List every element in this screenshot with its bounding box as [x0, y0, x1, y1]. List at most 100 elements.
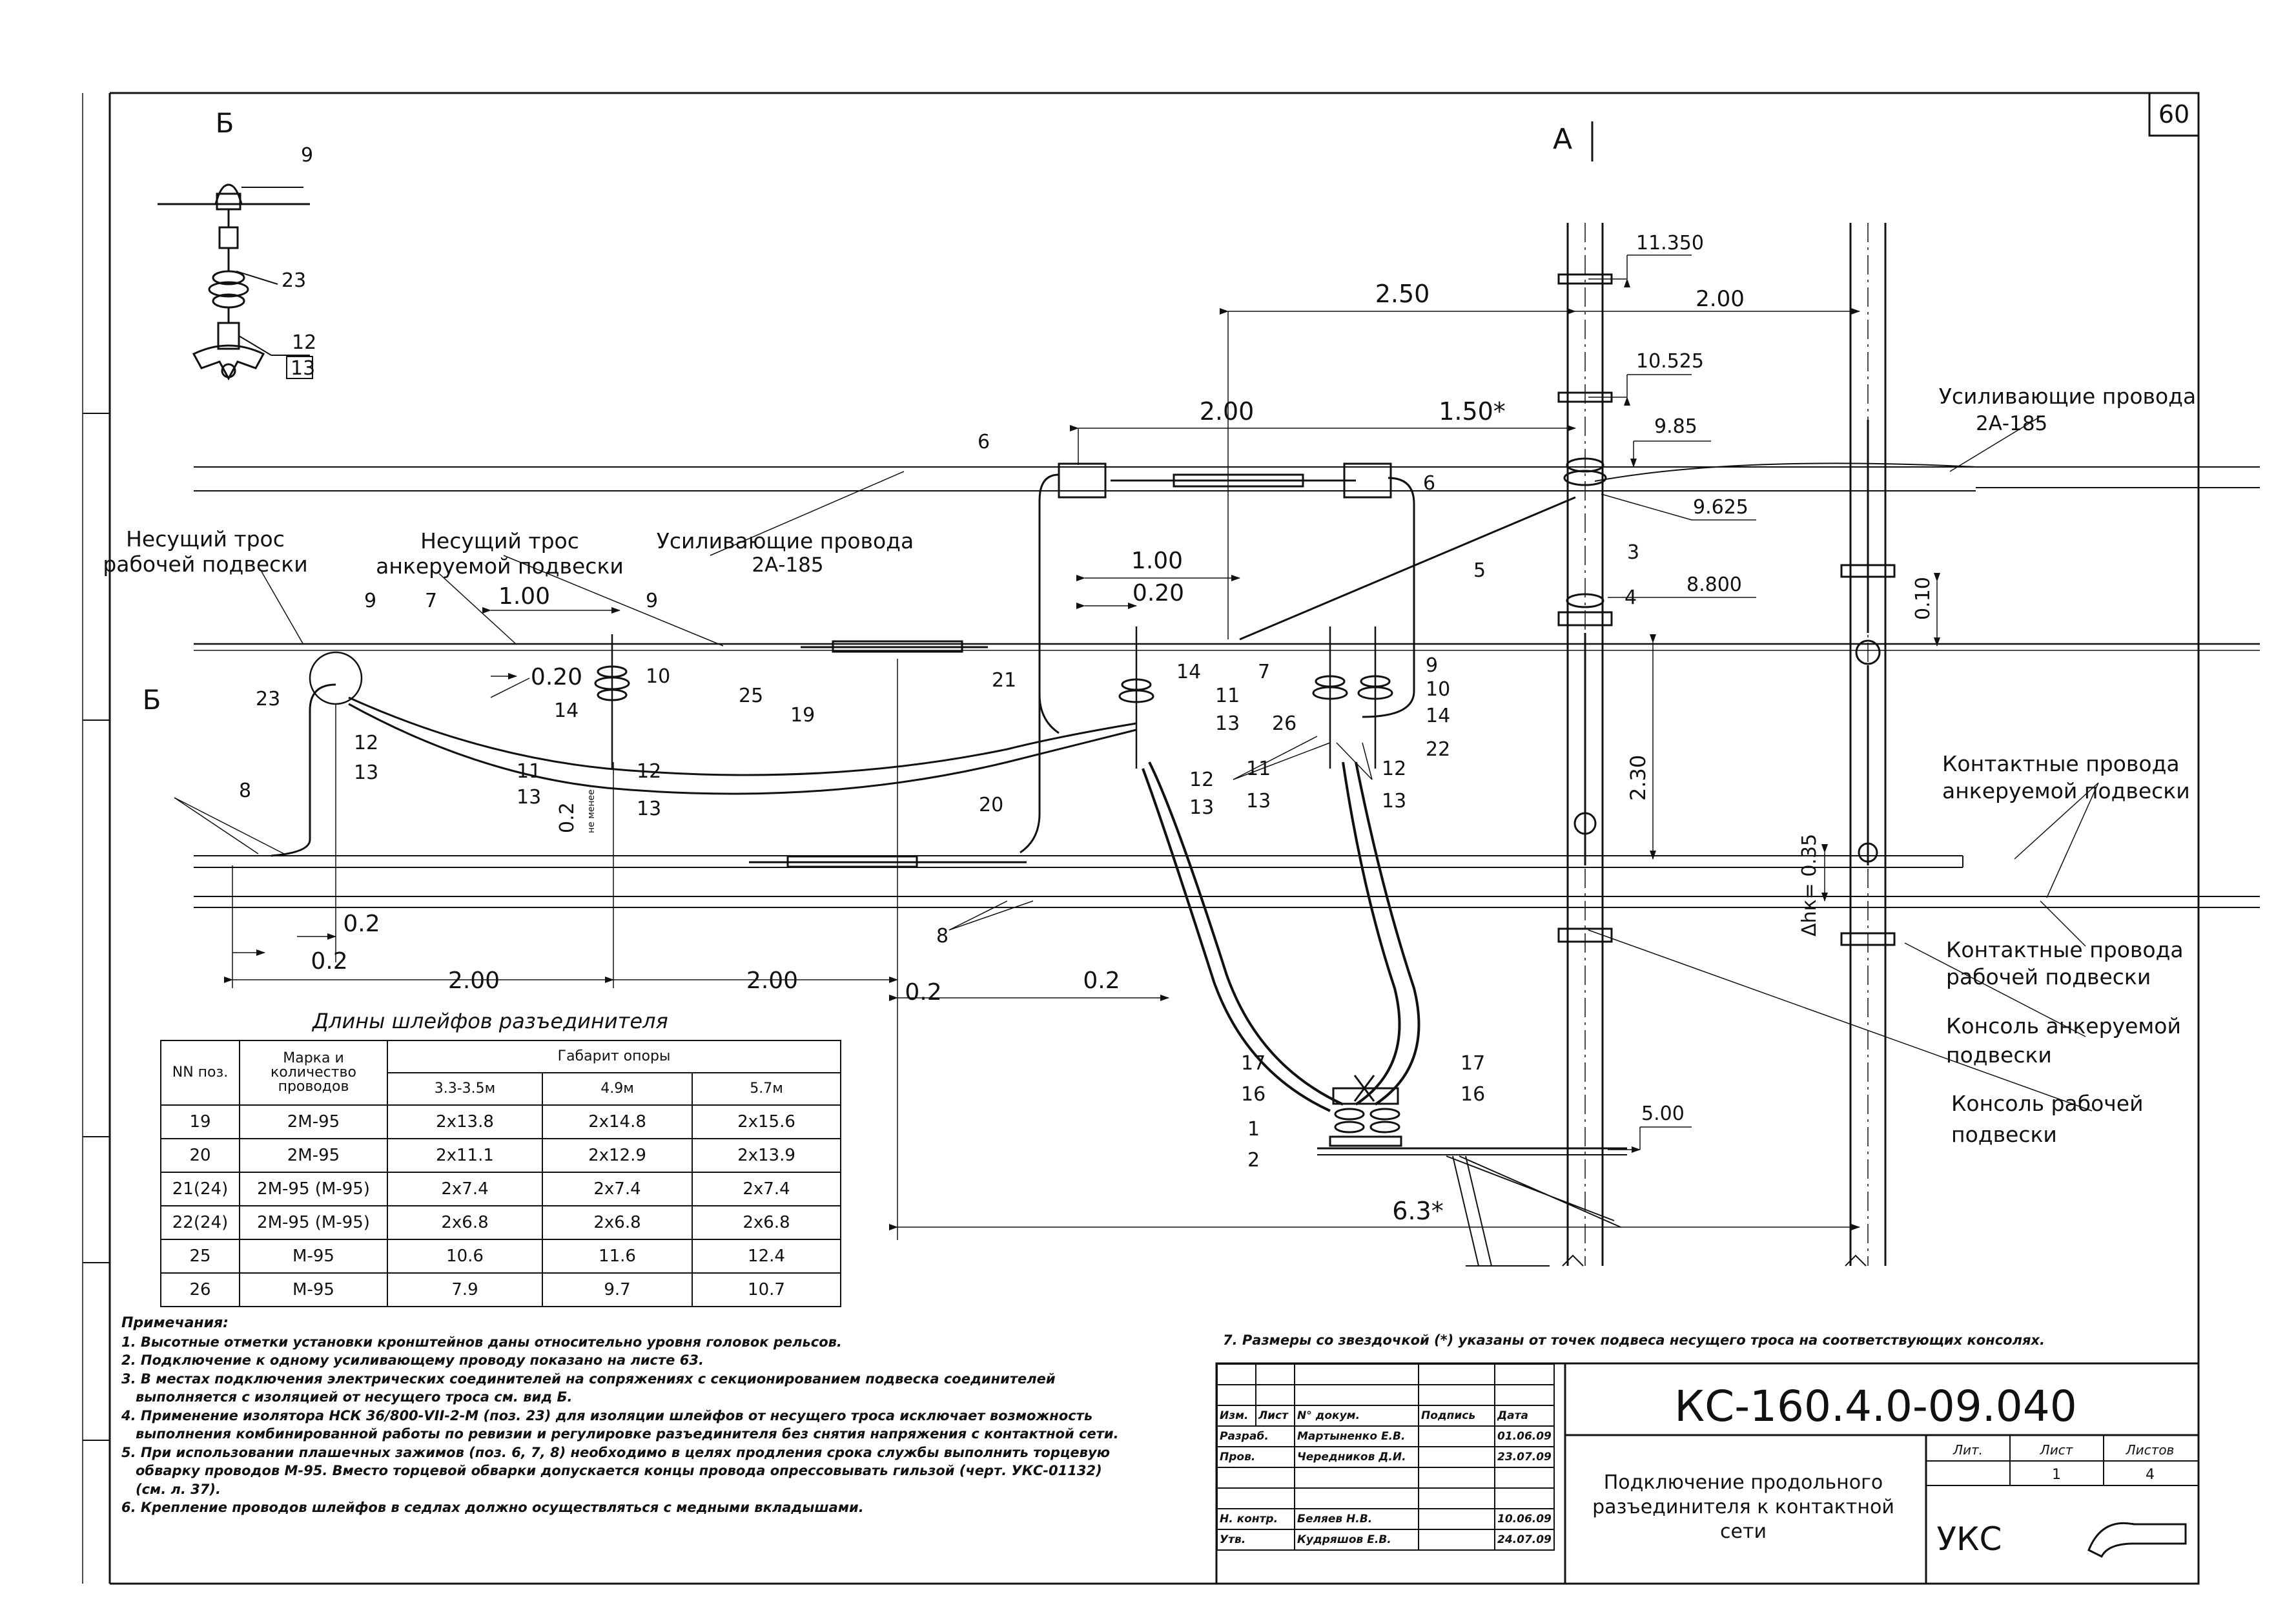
- lit-label: Лит.: [1953, 1442, 1983, 1458]
- sheet-value: 1: [2052, 1467, 2061, 1483]
- elevation-marks: 11.350 10.525 9.85 9.625 8.800 5.00: [1636, 232, 1748, 1125]
- callout: 12: [1382, 758, 1406, 780]
- title-line-2: разъединителя к контактной: [1592, 1496, 1894, 1518]
- callout: 13: [1246, 790, 1271, 812]
- label-console-anchored-2: подвески: [1946, 1042, 2052, 1068]
- label-console-anchored-1: Консоль анкеруемой: [1946, 1013, 2181, 1039]
- elevation: 5.00: [1641, 1102, 1685, 1125]
- callout: 4: [1625, 586, 1637, 609]
- callout: 9: [646, 590, 658, 612]
- callout: 7: [425, 590, 437, 612]
- label-carrier-anchored-1: Несущий трос: [420, 528, 579, 554]
- callout: 12: [354, 732, 378, 754]
- callout: 9: [1426, 654, 1438, 677]
- dimension: 2.30: [1626, 755, 1650, 801]
- title-block-texts: КС-160.4.0-09.040 Подключение продольног…: [1592, 1381, 2174, 1558]
- label-console-working-1: Консоль рабочей: [1951, 1091, 2144, 1116]
- label-carrier-anchored-2: анкеруемой подвески: [376, 554, 624, 579]
- callout: 8: [239, 780, 251, 802]
- callout: 10: [1426, 678, 1450, 701]
- label-carrier-working-2: рабочей подвески: [103, 552, 307, 577]
- dimension: 2.00: [1200, 397, 1255, 426]
- callout: 13: [291, 357, 315, 380]
- label-contact-working-1: Контактные провода: [1946, 937, 2184, 962]
- dimension: 0.10: [1912, 577, 1934, 620]
- callout: 9: [364, 590, 376, 612]
- label-reinforcing-right-2: 2А-185: [1976, 412, 2047, 435]
- position-callouts: 6 6 7 9 10 14 11 13 12 13 25 19 20 21 8 …: [239, 431, 1639, 1172]
- callout: 17: [1241, 1052, 1266, 1075]
- dimension: 0.2: [556, 802, 579, 833]
- dimension: Δhк= 0.35: [1798, 834, 1821, 936]
- callout: 12: [292, 331, 316, 354]
- callout: 13: [1189, 796, 1214, 819]
- dimension-texts: 2.50 2.00 2.00 1.50* 1.00 1.00 0.20 0.20…: [311, 280, 1934, 1225]
- dimension: 2.50: [1375, 280, 1430, 308]
- elevation: 8.800: [1686, 574, 1742, 596]
- dimension: 0.2: [905, 979, 941, 1006]
- callout: 19: [790, 704, 815, 727]
- callout: 11: [1246, 758, 1271, 780]
- callout: 16: [1241, 1083, 1266, 1106]
- dimension: 0.2: [343, 911, 380, 937]
- org-name: УКС: [1937, 1520, 2002, 1558]
- section-b-marker: Б: [143, 684, 161, 716]
- callout: 11: [1215, 685, 1240, 707]
- document-code: КС-160.4.0-09.040: [1674, 1381, 2076, 1431]
- title-line-1: Подключение продольного: [1604, 1471, 1883, 1494]
- callout: 23: [256, 688, 280, 710]
- callout: 11: [517, 760, 541, 783]
- callout: 6: [1423, 472, 1435, 495]
- callout: 23: [282, 269, 306, 292]
- callout: 9: [301, 144, 313, 167]
- detail-b-labels: Б 9 23 12 13: [216, 107, 317, 380]
- callout: 14: [554, 699, 579, 722]
- callout: 13: [1382, 790, 1406, 812]
- callout: 22: [1426, 738, 1450, 761]
- dimension: 2.00: [746, 967, 798, 994]
- dimension: 2.00: [448, 967, 500, 994]
- dimension: 0.20: [531, 664, 582, 690]
- callout: 10: [646, 665, 670, 688]
- label-reinforcing-left-1: Усиливающие провода: [657, 528, 914, 554]
- title-line-3: сети: [1720, 1520, 1767, 1543]
- callout: 3: [1627, 541, 1639, 564]
- wire-labels: Несущий трос рабочей подвески Несущий тр…: [103, 384, 2196, 1147]
- section-b-title: Б: [216, 107, 234, 139]
- callout: 25: [739, 685, 763, 707]
- callout: 13: [354, 761, 378, 784]
- callout: 5: [1473, 559, 1486, 582]
- callout: 13: [517, 786, 541, 809]
- callout: 14: [1426, 705, 1450, 727]
- label-console-working-2: подвески: [1951, 1122, 2057, 1147]
- dimension: 1.00: [498, 583, 550, 610]
- title-block-frame: [1215, 1362, 2200, 1585]
- label-carrier-working-1: Несущий трос: [126, 526, 285, 552]
- dimension: 6.3*: [1392, 1197, 1443, 1225]
- callout: 13: [637, 798, 661, 820]
- label-contact-anchored-1: Контактные провода: [1942, 751, 2180, 776]
- main-drawing: [174, 223, 2260, 1267]
- callout: 8: [936, 925, 948, 947]
- dimension: 0.2: [311, 948, 347, 975]
- callout: 6: [978, 431, 990, 453]
- dimension: 0.20: [1133, 580, 1184, 606]
- detail-b-view: [158, 183, 313, 381]
- sheet-label: Лист: [2040, 1442, 2074, 1458]
- callout: 12: [637, 760, 661, 783]
- callout: 21: [992, 669, 1016, 692]
- elevation: 9.625: [1693, 496, 1748, 519]
- view-a-label: А: [1553, 123, 1572, 156]
- callout: 2: [1247, 1149, 1260, 1172]
- callout: 17: [1461, 1052, 1485, 1075]
- sheet-number: 60: [2158, 100, 2189, 129]
- callout: 16: [1461, 1083, 1485, 1106]
- sheets-value: 4: [2146, 1467, 2155, 1483]
- callout: 13: [1215, 712, 1240, 735]
- sheet-frame: [82, 92, 2200, 1585]
- label-contact-working-2: рабочей подвески: [1946, 964, 2151, 989]
- view-markers: А Б: [143, 121, 1594, 716]
- dimension: 0.2: [1083, 967, 1120, 994]
